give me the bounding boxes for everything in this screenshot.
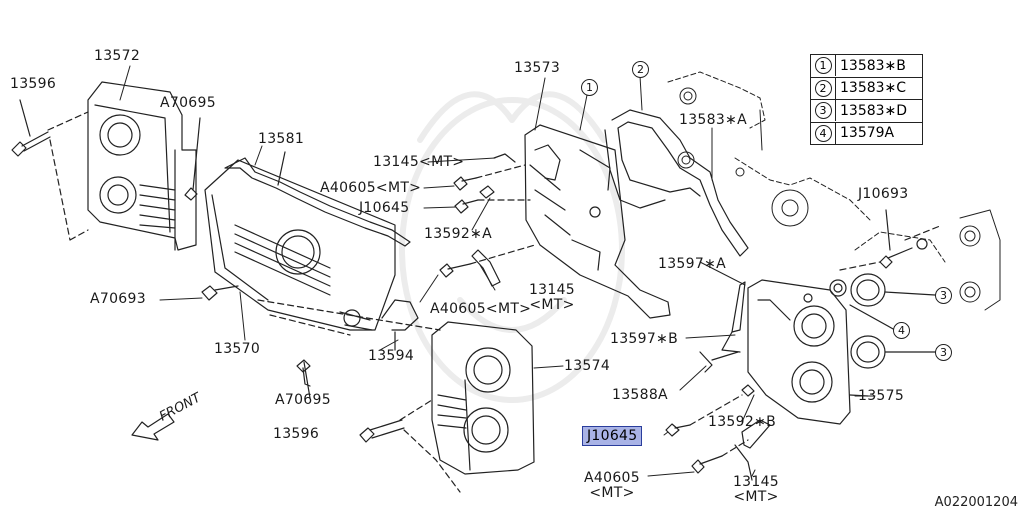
- label-A40605-bottom: A40605: [584, 470, 640, 486]
- label-13145-mid: 13145: [528, 282, 576, 298]
- watermark-emblem: [399, 91, 625, 403]
- part-13570: [204, 159, 396, 331]
- label-13592A: 13592∗A: [424, 226, 492, 242]
- legend-number: 2: [814, 79, 832, 97]
- bolt-A70693: [201, 285, 239, 301]
- label-A40605-mt-top: A40605<MT>: [320, 180, 422, 196]
- label-13145-bottom: 13145: [732, 474, 780, 490]
- hose-13145-mid: [471, 249, 501, 287]
- part-13572: [87, 81, 197, 251]
- legend-row: 2 13583∗C: [811, 77, 922, 100]
- callout-4: 4: [893, 322, 910, 339]
- label-13583A: 13583∗A: [679, 112, 747, 128]
- bolt-A70695-bottom: [296, 359, 311, 399]
- part-13594: [381, 299, 419, 351]
- front-arrow: [131, 413, 175, 441]
- label-13574: 13574: [564, 358, 611, 374]
- engine-block-outline: [667, 71, 1001, 311]
- bolts-group-center-left: [439, 153, 516, 278]
- callout-1: 1: [581, 79, 598, 96]
- label-13596-bottom: 13596: [273, 426, 320, 442]
- legend-row: 3 13583∗D: [811, 100, 922, 123]
- legend-part-number: 13579A: [840, 125, 895, 142]
- legend-part-number: 13583∗C: [840, 80, 907, 97]
- label-A70693: A70693: [90, 291, 146, 307]
- label-13145-mt-top: 13145<MT>: [373, 154, 465, 170]
- label-13594: 13594: [368, 348, 415, 364]
- part-13574: [431, 321, 535, 475]
- label-13588A: 13588A: [612, 387, 668, 403]
- part-13575: [747, 279, 869, 425]
- label-13573: 13573: [514, 60, 561, 76]
- label-A70695-top: A70695: [160, 95, 216, 111]
- diagram-code: A022001204: [934, 495, 1018, 510]
- legend-number: 1: [814, 57, 832, 75]
- label-13145-bottom-mt: <MT>: [733, 489, 779, 505]
- legend-number: 4: [814, 124, 832, 142]
- label-13596-top: 13596: [10, 76, 57, 92]
- label-13592B: 13592∗B: [708, 414, 776, 430]
- label-13581: 13581: [258, 131, 305, 147]
- selected-part-J10645[interactable]: J10645: [582, 426, 643, 446]
- legend-row: 4 13579A: [811, 122, 922, 145]
- leader-lines: [119, 65, 876, 477]
- part-13581-seal: [224, 151, 411, 247]
- label-A70695-bottom: A70695: [275, 392, 331, 408]
- bolt-J10693: [879, 209, 928, 269]
- callout-3-lower: 3: [935, 344, 952, 361]
- callout-2: 2: [632, 61, 649, 78]
- label-13597B: 13597∗B: [610, 331, 678, 347]
- callout-3-upper: 3: [935, 287, 952, 304]
- part-13597: [699, 281, 746, 373]
- label-13145-mid-mt: <MT>: [529, 297, 575, 313]
- legend-row: 1 13583∗B: [811, 55, 922, 78]
- label-J10645-top: J10645: [359, 200, 410, 216]
- label-13572: 13572: [94, 48, 141, 64]
- label-A40605-mid: A40605<MT>: [430, 301, 532, 317]
- legend-part-number: 13583∗B: [840, 57, 906, 74]
- legend-part-number: 13583∗D: [840, 102, 908, 119]
- part-13583A-gasket: [604, 109, 749, 257]
- bolt-13596-bottom: [359, 419, 405, 443]
- label-13570: 13570: [214, 341, 261, 357]
- label-J10693: J10693: [858, 186, 909, 202]
- label-13597A: 13597∗A: [658, 256, 726, 272]
- label-A40605-bottom-mt: <MT>: [589, 485, 635, 501]
- legend-number: 3: [814, 102, 832, 120]
- bolt-A70695-top: [184, 117, 201, 201]
- label-13575: 13575: [858, 388, 905, 404]
- bolt-13596-top: [11, 99, 51, 157]
- legend-table: 1 13583∗B 2 13583∗C 3 13583∗D 4 13579A: [810, 54, 923, 145]
- part-seals: [829, 273, 936, 369]
- parts-bottom-right: [665, 384, 771, 481]
